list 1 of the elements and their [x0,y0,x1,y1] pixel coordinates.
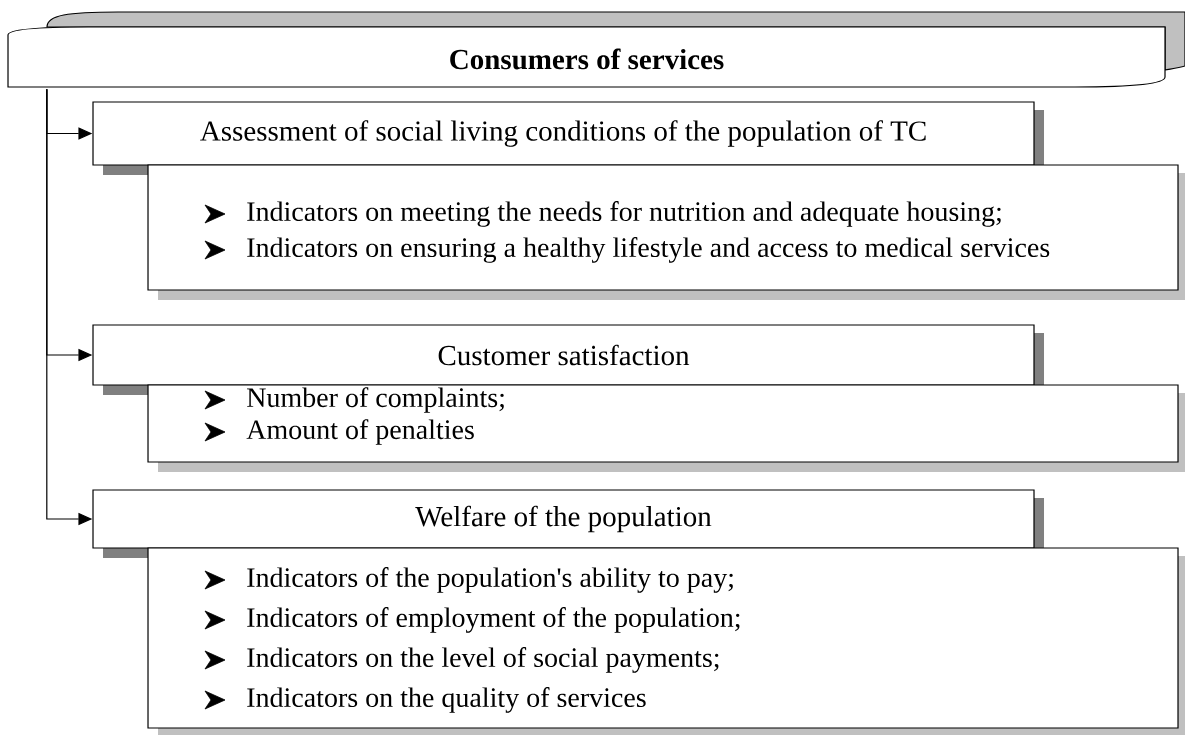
banner-scroll: Consumers of services [7,11,1185,88]
